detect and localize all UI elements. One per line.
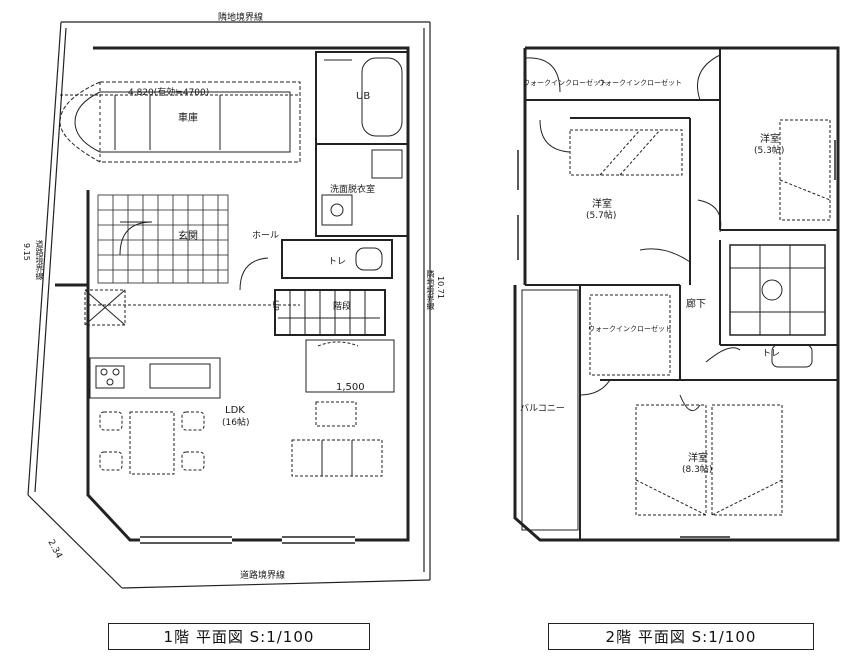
floor2-caption: 2階 平面図 S:1/100 — [548, 623, 814, 650]
bath-washroom — [315, 51, 409, 237]
room-b-size: (5.3帖) — [754, 146, 785, 156]
bed-room-b — [779, 119, 831, 221]
room-a-size: (5.7帖) — [586, 211, 617, 221]
toilet-1f-label: トレ — [328, 257, 347, 267]
room-c-size: (8.3帖) — [682, 465, 713, 475]
dining-table — [99, 411, 205, 475]
floor1-walls — [55, 46, 410, 542]
room-c-label: 洋室 — [688, 453, 708, 464]
ldk-label: LDK — [225, 405, 245, 416]
dim-left-label: 9.15 — [22, 243, 31, 261]
counter-dim-label: 1,500 — [336, 382, 365, 393]
boundary-left-label: 道路境界線 — [35, 240, 44, 280]
toilet-2f-label: トレ — [762, 349, 781, 359]
entrance-tiles — [97, 194, 229, 284]
room-b-label: 洋室 — [760, 134, 780, 145]
boundary-bottom-label: 道路境界線 — [240, 571, 286, 581]
ldk-size-label: (16帖) — [222, 418, 250, 428]
bed-room-c — [635, 404, 783, 516]
carport-dim-label: 4,820(有効≒4700) — [128, 88, 210, 98]
stairs-2f — [729, 244, 826, 336]
carport-label: 車庫 — [178, 113, 198, 124]
stairs-1f — [274, 289, 386, 336]
stairs-label: 階段 — [333, 302, 352, 312]
ub-label: UB — [356, 91, 371, 102]
hall-label: ホール — [252, 231, 280, 241]
site-boundary — [27, 21, 431, 589]
balcony-label: バルコニー — [520, 404, 565, 414]
floor1-windows — [140, 536, 355, 544]
corridor-label: 廊下 — [686, 299, 706, 310]
bed-room-a — [569, 129, 683, 176]
walk-in-closet-3-label: ウォークインクローゼット — [588, 325, 672, 333]
entrance-label: 玄関 — [178, 231, 198, 242]
up-label: UP — [271, 300, 280, 311]
walk-in-closet-2-label: ウォークインクローゼット — [598, 79, 682, 87]
walk-in-closet-1-label: ウォークインクローゼット — [523, 79, 607, 87]
sofa — [291, 439, 383, 477]
boundary-top-label: 隣地境界線 — [218, 13, 264, 23]
boundary-right-label: 隣地境界線 — [426, 270, 435, 310]
washroom-label: 洗面脱衣室 — [330, 185, 376, 195]
floor1-caption: 1階 平面図 S:1/100 — [108, 623, 370, 650]
kitchen — [84, 289, 395, 427]
room-a-label: 洋室 — [592, 199, 612, 210]
dim-right-label: 10.71 — [436, 276, 445, 299]
